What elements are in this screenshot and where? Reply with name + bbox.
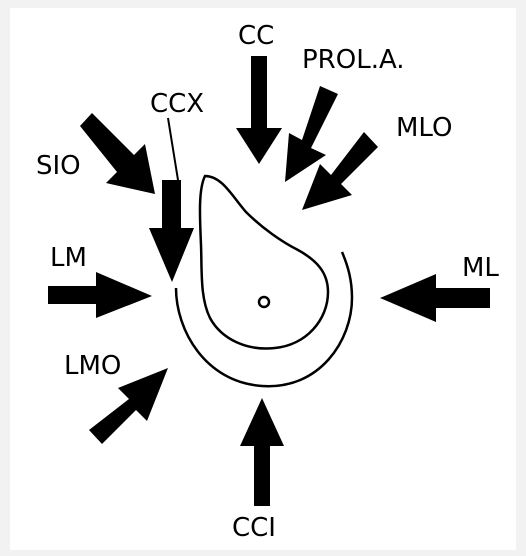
label-cci: CCI	[232, 513, 276, 543]
label-ml: ML	[462, 253, 499, 283]
sio-arrow	[80, 113, 155, 194]
cci-arrow	[240, 398, 284, 506]
label-mlo: MLO	[396, 113, 452, 143]
nipple-circle	[257, 295, 271, 309]
cc-arrow	[236, 56, 282, 164]
label-ccx: CCX	[150, 89, 204, 119]
label-sio: SIO	[36, 151, 81, 181]
lmo-arrow	[89, 368, 168, 444]
label-cc: CC	[238, 21, 274, 51]
label-prola: PROL.A.	[302, 45, 405, 75]
prola-arrow	[285, 86, 338, 182]
lm-arrow	[48, 272, 152, 318]
ccx-pointer-line	[167, 117, 179, 181]
chest-wall-arc	[174, 251, 354, 388]
mlo-arrow	[302, 132, 378, 210]
breast-outline	[198, 174, 330, 350]
ccx-arrow	[149, 180, 194, 282]
label-lmo: LMO	[64, 351, 121, 381]
label-lm: LM	[50, 243, 87, 273]
ml-arrow	[380, 274, 490, 322]
